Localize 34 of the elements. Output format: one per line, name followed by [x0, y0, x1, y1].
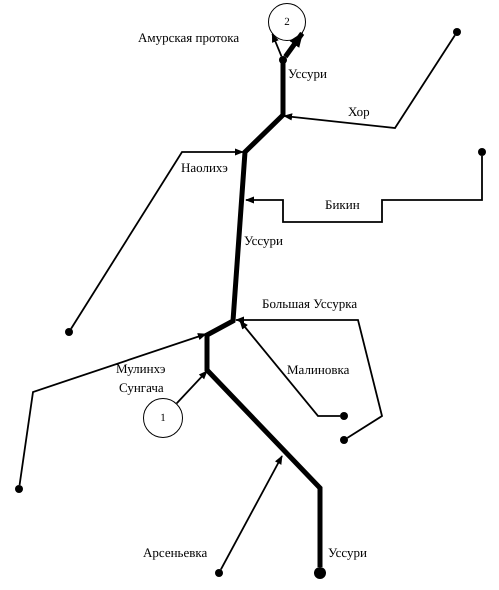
river-name: Мулинхэ: [116, 361, 166, 376]
junction-dot: [279, 56, 287, 64]
main-river-line: [283, 32, 304, 58]
tributary-arrow: [245, 156, 483, 223]
source-dot: [453, 28, 461, 36]
source-dot: [314, 567, 326, 579]
river-name: Бикин: [325, 197, 360, 212]
river-name: Арсеньевка: [143, 545, 208, 560]
source-dot: [478, 148, 486, 156]
river-name: Хор: [348, 104, 370, 119]
tributary-arrow: [235, 316, 384, 439]
river-name: Уссури: [328, 545, 367, 560]
source-dot: [65, 328, 73, 336]
tributary-arrow: [283, 34, 456, 129]
numbered-circle: 1: [143, 398, 183, 438]
source-dot: [340, 412, 348, 420]
river-name: Большая Уссурка: [262, 296, 358, 311]
river-name: Малиновка: [287, 362, 350, 377]
river-name: Сунгача: [119, 380, 164, 395]
numbered-circle: 2: [268, 3, 306, 41]
source-dot: [15, 485, 23, 493]
tributary-arrow: [239, 320, 340, 417]
river-name: Уссури: [288, 66, 327, 81]
source-dot: [340, 436, 348, 444]
tributary-arrow: [18, 333, 207, 486]
tributary-arrow: [176, 370, 208, 404]
tributary-arrow: [70, 148, 244, 330]
main-river-line: [204, 60, 322, 567]
tributary-arrow: [272, 33, 282, 57]
river-name: Амурская протока: [138, 30, 240, 45]
source-dot: [215, 569, 223, 577]
river-name: Наолихэ: [181, 160, 228, 175]
tributary-arrow: [220, 455, 283, 570]
river-name: Уссури: [244, 233, 283, 248]
